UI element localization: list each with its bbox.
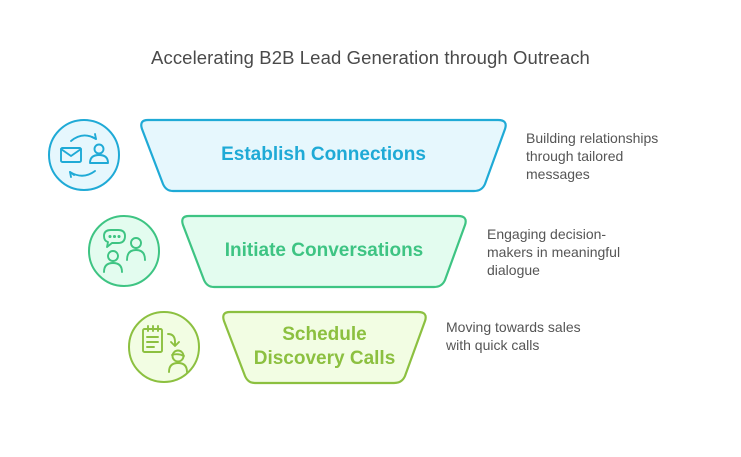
- stage-1-icon-circle: [48, 119, 120, 191]
- stage-3-description-line: Moving towards sales: [446, 319, 581, 335]
- stage-1-description-line: Building relationships: [526, 130, 659, 146]
- diagram-title: Accelerating B2B Lead Generation through…: [151, 47, 590, 68]
- calendar-call-person-icon: [142, 325, 188, 373]
- stage-3: [128, 310, 427, 385]
- stage-3-trapezoid: [222, 310, 427, 385]
- stage-1: [48, 118, 507, 193]
- stage-3-description: Moving towards sales with quick calls: [446, 318, 581, 354]
- stage-2-description-line: Engaging decision-: [487, 226, 607, 242]
- stage-2-trapezoid: [181, 214, 467, 289]
- stage-2-description-line: makers in meaningful: [487, 244, 621, 260]
- stage-3-label: Schedule Discovery Calls: [221, 323, 428, 371]
- stage-3-icon-circle: [128, 311, 200, 383]
- stage-3-label-line-2: Discovery Calls: [253, 348, 396, 369]
- stage-1-label: Establish Connections: [221, 144, 426, 165]
- stage-1-description-line: messages: [526, 166, 590, 182]
- stage-2: [88, 214, 467, 289]
- stage-2-description-line: dialogue: [487, 262, 540, 278]
- stage-1-description: Building relationships through tailored …: [526, 129, 658, 183]
- stage-1-trapezoid: [140, 118, 507, 193]
- email-exchange-person-icon: [60, 133, 109, 178]
- stage-2-description: Engaging decision- makers in meaningful …: [487, 225, 620, 279]
- stage-3-label-line-1: Schedule: [282, 324, 367, 345]
- stage-3-description-line: with quick calls: [446, 337, 540, 353]
- stage-1-description-line: through tailored: [526, 148, 624, 164]
- stage-2-icon-circle: [88, 215, 160, 287]
- conversation-people-icon: [103, 229, 146, 273]
- stage-2-label: Initiate Conversations: [224, 240, 424, 261]
